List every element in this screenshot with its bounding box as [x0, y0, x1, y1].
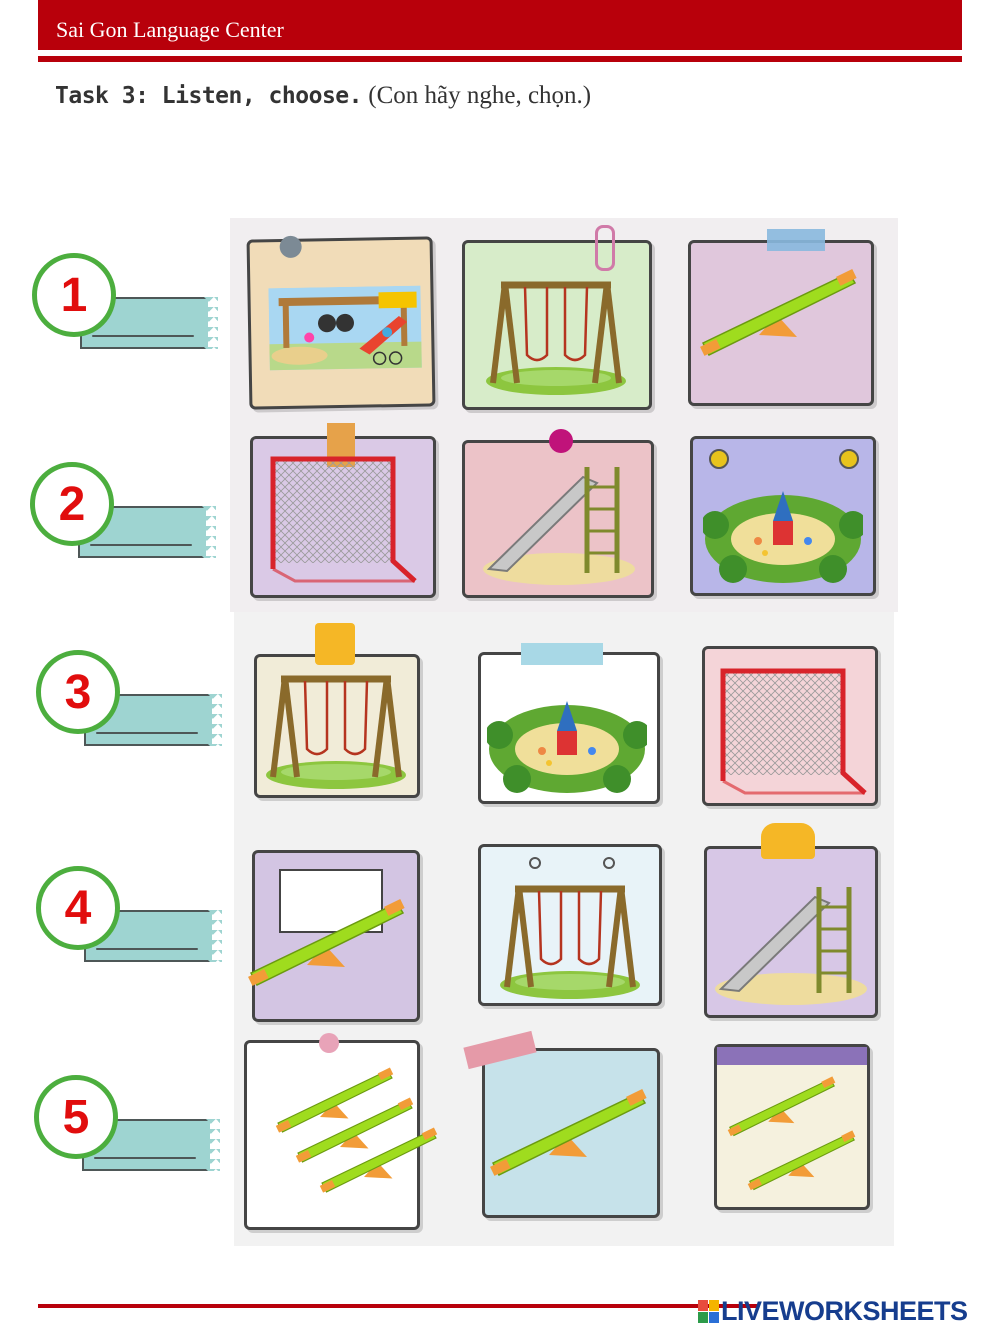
brand-name: LIVEWORKSHEETS: [721, 1296, 968, 1326]
pushpin-icon: [839, 449, 859, 469]
seesaw-image: [699, 268, 858, 357]
calendar-header: [717, 1047, 867, 1065]
seesaw-image: [247, 898, 406, 987]
question-number-3: 3: [36, 650, 120, 734]
binder-clip-icon: [315, 623, 355, 665]
paperclip-icon: [595, 225, 615, 271]
playground-image: [268, 285, 423, 371]
park-image: [703, 491, 863, 583]
picture-seesaw-1[interactable]: [688, 229, 874, 406]
question-3: 3: [36, 650, 222, 750]
swing-image: [495, 877, 645, 1001]
task-instruction: Task 3: Listen, choose. (Con hãy nghe, c…: [55, 82, 591, 110]
picture-playground[interactable]: [246, 235, 436, 410]
question-1: 1: [32, 253, 218, 353]
picture-swing-3[interactable]: [478, 844, 662, 1006]
swing-image: [261, 667, 411, 791]
seesaw-image: [489, 1088, 648, 1177]
picture-swing-1[interactable]: [462, 225, 652, 410]
picture-seesaws-two[interactable]: [714, 1044, 870, 1210]
picture-seesaw-3[interactable]: [463, 1030, 660, 1218]
picture-seesaw-2[interactable]: [247, 850, 420, 1022]
picture-swing-2[interactable]: [254, 623, 420, 798]
hole-icon: [603, 857, 615, 869]
task-label: Task 3: Listen, choose.: [55, 83, 363, 109]
seesaw-image: [319, 1126, 438, 1194]
question-number-4: 4: [36, 866, 120, 950]
pushpin-icon: [319, 1033, 339, 1053]
pushpin-icon: [549, 429, 573, 453]
question-4: 4: [36, 866, 222, 966]
question-number-1: 1: [32, 253, 116, 337]
swing-image: [481, 273, 631, 397]
question-2: 2: [30, 462, 216, 562]
slide-image: [479, 457, 641, 587]
liveworksheets-logo: LIVEWORKSHEETS: [698, 1296, 968, 1327]
picture-seesaws-three[interactable]: [244, 1033, 438, 1230]
picture-park-2[interactable]: [478, 643, 660, 804]
goal-image: [715, 663, 871, 799]
park-image: [487, 701, 647, 793]
header-title: Sai Gon Language Center: [56, 17, 284, 42]
picture-goal-1[interactable]: [250, 423, 436, 598]
tape-icon: [521, 643, 603, 665]
pushpin-icon: [709, 449, 729, 469]
picture-park-1[interactable]: [690, 436, 876, 596]
pushpin-icon: [279, 235, 302, 259]
question-number-5: 5: [34, 1075, 118, 1159]
question-5: 5: [34, 1075, 220, 1175]
picture-slide-1[interactable]: [462, 429, 654, 598]
header-bar: Sai Gon Language Center: [38, 0, 962, 50]
slide-image: [711, 877, 873, 1007]
tape-icon: [767, 229, 825, 251]
footer-divider: [38, 1304, 758, 1308]
picture-goal-2[interactable]: [702, 646, 878, 806]
clipboard-clip-icon: [761, 823, 815, 859]
question-number-2: 2: [30, 462, 114, 546]
picture-slide-2[interactable]: [704, 823, 878, 1018]
header-divider: [38, 56, 962, 62]
task-translation: (Con hãy nghe, chọn.): [368, 82, 592, 109]
goal-image: [265, 451, 421, 587]
seesaw-image: [747, 1129, 856, 1191]
logo-squares-icon: [698, 1300, 719, 1323]
hole-icon: [529, 857, 541, 869]
